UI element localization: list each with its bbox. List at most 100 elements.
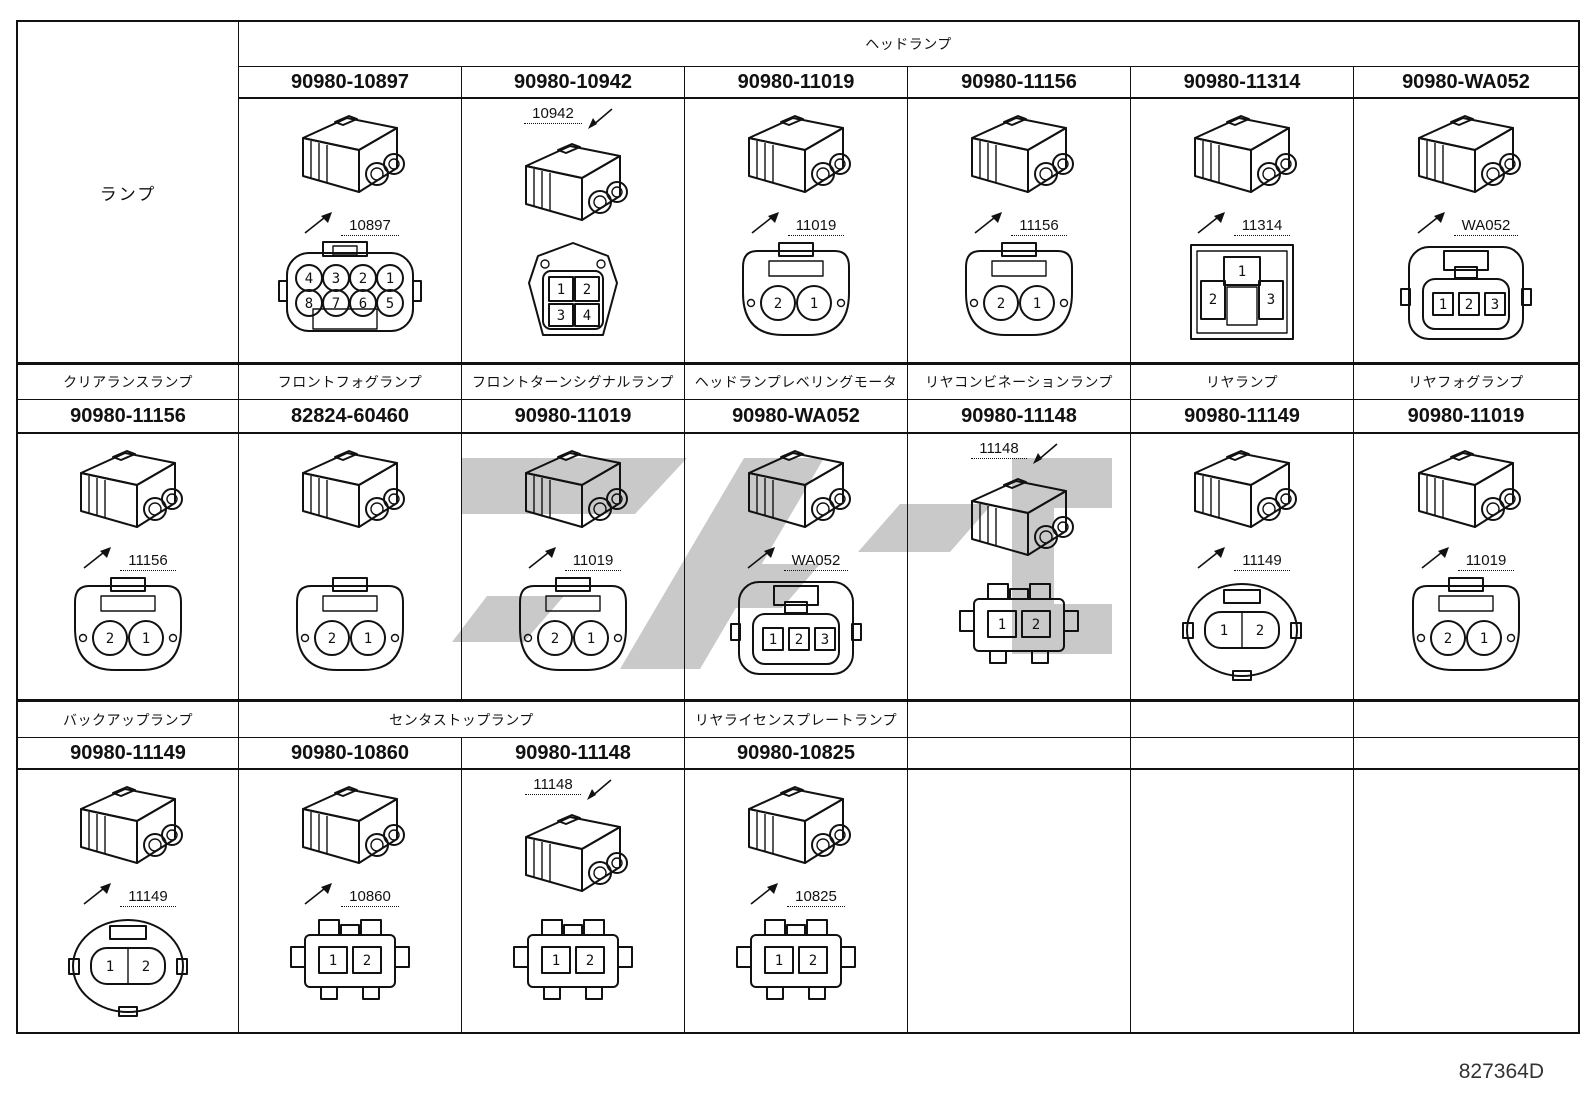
lamp-name: ヘッドランプレベリングモータ (694, 374, 898, 390)
part-number: 82824-60460 (291, 404, 409, 427)
connector-iso-drawing (80, 786, 183, 864)
connector-iso-drawing (748, 786, 851, 864)
lamp-name-cell: ヘッドランプレベリングモータ (685, 365, 908, 400)
svg-text:2: 2 (1209, 292, 1217, 308)
connector-iso-drawing (1418, 450, 1521, 528)
lamp-name-cell: フロントターンシグナルランプ (462, 365, 685, 400)
svg-text:4: 4 (583, 308, 591, 324)
svg-text:3: 3 (557, 308, 565, 324)
svg-text:2: 2 (142, 959, 150, 975)
svg-text:1: 1 (106, 959, 114, 975)
lamp-name: センタストップランプ (389, 711, 534, 728)
part-callout: 11149 (1194, 545, 1290, 571)
part-number: 90980-11148 (961, 404, 1077, 427)
doc-code: 827364D (1458, 1060, 1544, 1083)
part-callout: 10942 (524, 105, 622, 131)
svg-text:2: 2 (1465, 297, 1473, 313)
image-cell: 11314 1 2 3 (1131, 99, 1354, 365)
callout-arrow-icon (750, 883, 779, 905)
svg-text:1: 1 (552, 953, 560, 969)
lamp-name-cell: リヤフォグランプ (1354, 365, 1578, 400)
lamp-name: バックアップランプ (62, 711, 194, 728)
callout-label: 10825 (787, 888, 845, 907)
part-number-cell: 90980-WA052 (1354, 67, 1578, 99)
svg-text:2: 2 (997, 296, 1005, 312)
svg-text:1: 1 (1238, 264, 1246, 280)
group-header-cell: ヘッドランプ (239, 22, 1578, 67)
svg-text:2: 2 (328, 631, 336, 647)
image-cell: 10942 1 2 3 4 (462, 99, 685, 365)
connector-iso-drawing (525, 450, 628, 528)
svg-text:6: 6 (359, 296, 367, 312)
connector-table: ランプ ヘッドランプ 90980-10897 90980-10942 90980… (16, 20, 1580, 1034)
lamp-name: フロントフォグランプ (277, 374, 423, 390)
part-number-cell: 90980-11148 (908, 400, 1131, 434)
part-number: 90980-11314 (1183, 70, 1301, 93)
svg-text:2: 2 (551, 631, 559, 647)
callout-label: 11019 (564, 552, 622, 571)
callout-arrow-icon (528, 547, 556, 569)
callout-label: WA052 (1453, 217, 1519, 236)
svg-text:1: 1 (557, 282, 565, 298)
lamp-name-cell: センタストップランプ (239, 702, 685, 738)
part-callout: 11148 (525, 776, 621, 802)
group-header-label: ヘッドランプ (865, 36, 952, 52)
lamp-name-cell: クリアランスランプ (18, 365, 239, 400)
part-callout: 11019 (1418, 545, 1515, 571)
part-number-cell: 90980-11156 (908, 67, 1131, 99)
svg-text:1: 1 (386, 271, 394, 287)
svg-text:2: 2 (1444, 631, 1452, 647)
empty-cell (1131, 702, 1354, 738)
svg-text:2: 2 (106, 631, 114, 647)
lamp-name-cell: リヤランプ (1131, 365, 1354, 400)
part-number: 90980-WA052 (1402, 70, 1530, 93)
svg-text:1: 1 (1439, 297, 1447, 313)
part-callout: 11156 (971, 210, 1067, 236)
svg-text:2: 2 (1032, 617, 1040, 633)
part-number-cell: 90980-10897 (239, 67, 462, 99)
callout-label: 11019 (787, 217, 845, 236)
callout-label: 11019 (1457, 552, 1515, 571)
connector-iso-drawing (748, 450, 851, 528)
svg-text:2: 2 (583, 282, 591, 298)
svg-text:3: 3 (332, 271, 340, 287)
part-number: 90980-11019 (737, 70, 855, 93)
connector-iso-drawing (1418, 115, 1521, 193)
part-number: 90980-11156 (961, 70, 1077, 93)
part-callout: 10897 (301, 210, 399, 236)
part-number: 90980-11019 (514, 404, 632, 427)
svg-text:1: 1 (329, 953, 337, 969)
connector-face-drawing: 1 2 3 (1190, 244, 1294, 340)
svg-text:3: 3 (1267, 292, 1275, 308)
part-callout: WA052 (1414, 210, 1519, 236)
connector-iso-drawing (748, 115, 851, 193)
callout-label: 11148 (971, 440, 1027, 459)
svg-text:4: 4 (305, 271, 313, 287)
callout-arrow-icon (587, 108, 613, 129)
svg-text:8: 8 (305, 296, 313, 312)
connector-iso-drawing (525, 143, 628, 221)
empty-cell (1354, 738, 1578, 770)
lamp-name: クリアランスランプ (63, 374, 193, 390)
svg-text:1: 1 (587, 631, 595, 647)
svg-text:1: 1 (142, 631, 150, 647)
lamp-name: リヤランプ (1205, 374, 1279, 390)
svg-text:1: 1 (775, 953, 783, 969)
part-number-cell: 90980-10825 (685, 738, 908, 770)
part-number-cell: 90980-11019 (1354, 400, 1578, 434)
part-number: 90980-WA052 (732, 404, 860, 427)
connector-iso-drawing (1194, 115, 1297, 193)
part-number: 90980-11019 (1407, 404, 1525, 427)
part-callout: 11314 (1194, 210, 1291, 236)
